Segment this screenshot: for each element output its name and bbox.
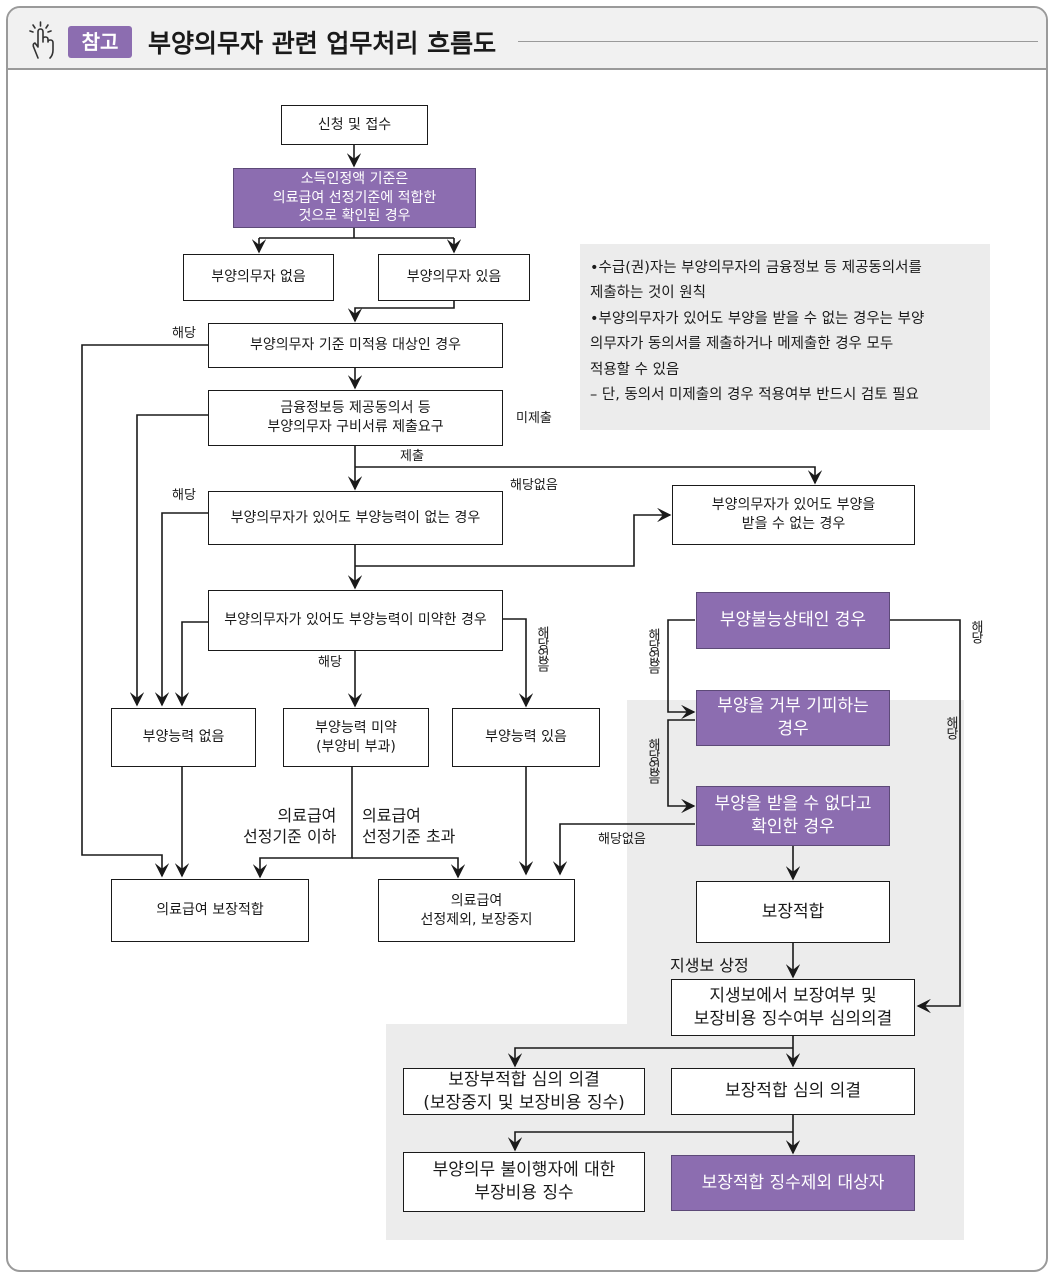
node-unfit-decision: 보장부적합 심의 의결 (보장중지 및 보장비용 징수) — [403, 1068, 645, 1115]
node-confirmed: 부양을 받을 수 없다고 확인한 경우 — [696, 786, 890, 846]
note-item: – 단, 동의서 미제출의 경우 적용여부 반드시 검토 필요 — [590, 386, 919, 403]
node-incapable: 부양불능상태인 경우 — [696, 592, 890, 649]
node-protect-ok: 보장적합 — [696, 881, 890, 943]
label-applicable-1: 해당 — [172, 326, 196, 341]
node-no-supporter: 부양의무자 없음 — [183, 254, 334, 301]
label-applicable-4: 해당 — [968, 620, 983, 642]
note-item: •수급(권)자는 부양의무자의 금융정보 등 제공동의서를 제출하는 것이 원칙 — [590, 260, 922, 302]
node-weak-ability-case: 부양의무자가 있어도 부양능력이 미약한 경우 — [208, 590, 503, 651]
label-not-applicable-3: 해당없음 — [598, 832, 646, 847]
label-not-applicable-2: 해당없음 — [534, 626, 549, 670]
title-rule — [518, 41, 1038, 42]
node-has-ability: 부양능력 있음 — [452, 708, 600, 767]
label-not-submitted: 미제출 — [516, 411, 552, 426]
node-excluded: 의료급여 선정제외, 보장중지 — [378, 879, 575, 942]
node-collect: 부양의무 불이행자에 대한 부장비용 징수 — [403, 1152, 645, 1212]
page-title: 부양의무자 관련 업무처리 흐름도 — [148, 29, 497, 58]
node-no-ability-case: 부양의무자가 있어도 부양능력이 없는 경우 — [208, 491, 503, 545]
label-applicable-5: 해당 — [943, 716, 958, 738]
node-refuse: 부양을 거부 기피하는 경우 — [696, 690, 890, 746]
label-applicable-3: 해당 — [318, 655, 342, 670]
label-applicable-2: 해당 — [172, 488, 196, 503]
node-cannot-receive: 부양의무자가 있어도 부양을 받을 수 없는 경우 — [672, 485, 915, 545]
node-exempt: 보장적합 징수제외 대상자 — [671, 1155, 915, 1211]
node-fit-decision: 보장적합 심의 의결 — [671, 1068, 915, 1115]
reference-tag: 참고 — [68, 26, 132, 58]
node-apply: 신청 및 접수 — [281, 105, 428, 145]
label-not-applicable-1: 해당없음 — [510, 478, 558, 493]
node-income-criteria: 소득인정액 기준은 의료급여 선정기준에 적합한 것으로 확인된 경우 — [233, 168, 476, 228]
node-committee: 지생보에서 보장여부 및 보장비용 징수여부 심의의결 — [671, 979, 915, 1036]
header-bar: 참고 부양의무자 관련 업무처리 흐름도 — [8, 8, 1046, 70]
node-eligible: 의료급여 보장적합 — [111, 879, 309, 942]
label-above-criteria: 의료급여 선정기준 초과 — [362, 806, 456, 846]
label-not-applicable-5: 해당없음 — [645, 738, 660, 782]
pointing-hand-icon — [29, 21, 54, 59]
node-weak-ability: 부양능력 미약 (부양비 부과) — [283, 708, 429, 767]
node-no-ability: 부양능력 없음 — [111, 708, 256, 767]
label-local-committee: 지생보 상정 — [670, 956, 749, 975]
label-below-criteria: 의료급여 선정기준 이하 — [243, 806, 337, 846]
label-not-applicable-4: 해당없음 — [645, 628, 660, 672]
note-box: •수급(권)자는 부양의무자의 금융정보 등 제공동의서를 제출하는 것이 원칙… — [580, 244, 990, 430]
node-submit-request: 금융정보등 제공동의서 등 부양의무자 구비서류 제출요구 — [208, 390, 503, 446]
label-submitted: 제출 — [400, 449, 424, 464]
note-item: •부양의무자가 있어도 부양을 받을 수 없는 경우는 부양 의무자가 동의서를… — [590, 310, 925, 378]
node-has-supporter: 부양의무자 있음 — [378, 254, 530, 301]
node-not-applicable: 부양의무자 기준 미적용 대상인 경우 — [208, 323, 503, 368]
